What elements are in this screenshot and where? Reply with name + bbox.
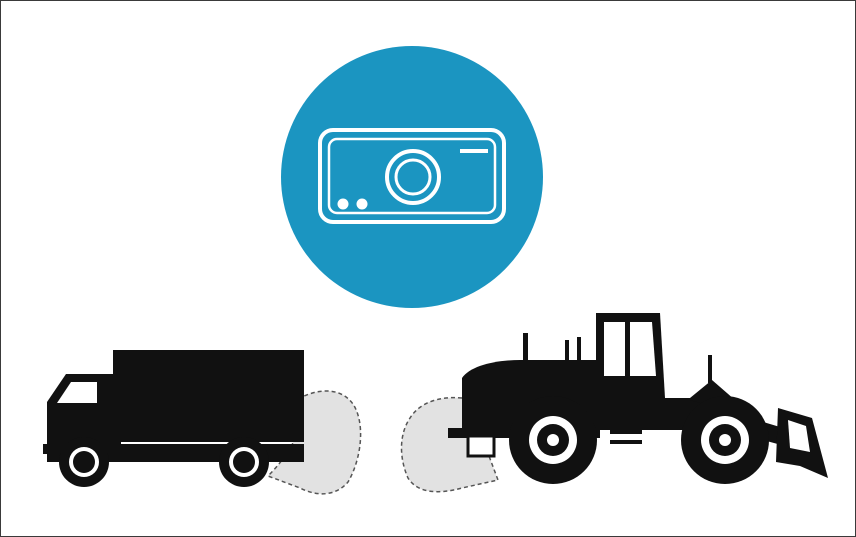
status-led-1 xyxy=(338,199,349,210)
box-truck-icon xyxy=(43,350,304,487)
sensor-badge xyxy=(281,46,543,308)
status-led-2 xyxy=(357,199,368,210)
wheel-loader-icon xyxy=(448,313,828,484)
